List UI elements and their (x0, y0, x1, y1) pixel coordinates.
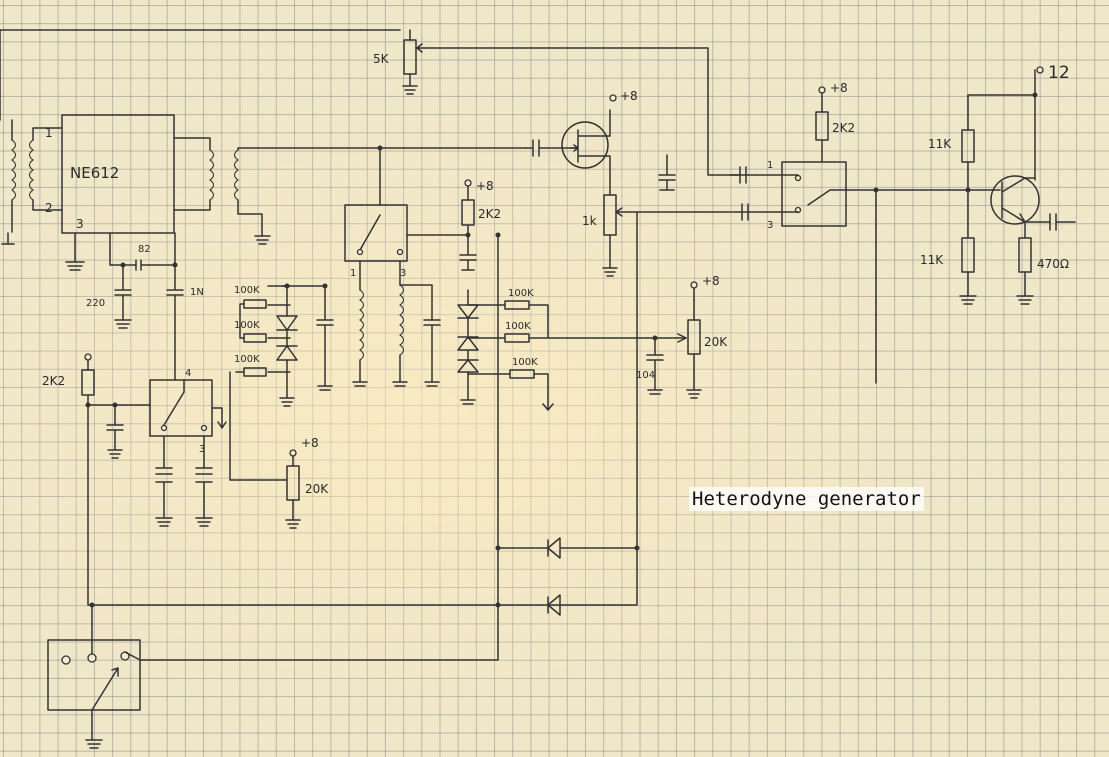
bjt-stage: 12 11K 11K 470Ω (875, 63, 1076, 305)
pot-20k-left-label: 20K (305, 482, 329, 496)
switch-2-pin-1: 1 (350, 268, 356, 279)
r-2k2-left-label: 2K2 (42, 374, 65, 388)
ne612-block: NE612 1 2 3 (1, 114, 526, 271)
output-switch: 1 3 +8 2K2 (729, 81, 879, 384)
fet-symbol (561, 121, 609, 169)
ne612-pin-3: 3 (76, 217, 84, 231)
varicap-network-right: +8 2K2 100K 100K 100K (457, 179, 687, 606)
r-100k-4-label: 100K (508, 288, 534, 299)
r-100k-6-label: 100K (512, 357, 538, 368)
switch-1-pin-3: 3 (199, 444, 205, 455)
pot-20k-left: +8 20K (285, 436, 329, 529)
switch-3-pin-1: 1 (767, 160, 773, 171)
r-11k-bottom-label: 11K (920, 253, 944, 267)
r-100k-1-label: 100K (234, 285, 260, 296)
r-2k2-right-label: 2K2 (832, 121, 855, 135)
input-transformer (11, 119, 63, 233)
ne612-pin-2: 2 (45, 201, 53, 215)
ne612-pin-1: 1 (45, 126, 53, 140)
r-100k-2-label: 100K (234, 320, 260, 331)
supply-8-pot-right: +8 (702, 274, 720, 288)
cap-82-label: 82 (138, 244, 151, 255)
r-2k2-center-label: 2K2 (478, 207, 501, 221)
diagram-caption: Heterodyne generator (689, 487, 924, 511)
bjt-symbol (990, 175, 1040, 225)
r-11k-top-label: 11K (928, 137, 952, 151)
pot-5k (403, 39, 417, 75)
band-switch-1: 4 3 (149, 368, 227, 527)
pot-20k-right: +8 20K 104 (636, 274, 728, 399)
pot-5k-label: 5K (373, 52, 390, 66)
cap-220-label: 220 (86, 298, 105, 309)
ne612-label: NE612 (70, 164, 119, 182)
supply-8-center: +8 (476, 179, 494, 193)
ne612-capacitors: 82 220 1N (86, 232, 204, 381)
cap-104-label: 104 (636, 370, 655, 381)
switch-3-pin-3: 3 (767, 220, 773, 231)
cap-1n-label: 1N (190, 287, 204, 298)
supply-12-label: 12 (1048, 63, 1070, 83)
pot-20k-right-label: 20K (704, 335, 728, 349)
left-bias: 2K2 (42, 353, 499, 606)
ne612-chip (61, 114, 175, 234)
supply-8-switch: +8 (830, 81, 848, 95)
bottom-selector-switch (47, 602, 501, 749)
r-100k-5-label: 100K (505, 321, 531, 332)
diode-pair (495, 537, 640, 616)
pot-1k-label: 1k (582, 214, 597, 228)
supply-8-pot-left: +8 (301, 436, 319, 450)
r-470-label: 470Ω (1037, 257, 1069, 271)
output-transformer (173, 137, 526, 245)
top-wiring: 5K (0, 29, 758, 176)
band-switch-2: 1 3 (344, 145, 469, 387)
switch-1-pin-4: 4 (185, 368, 191, 379)
varicap-network-left: 100K 100K 100K (229, 283, 334, 481)
switch-2-pin-3: 3 (400, 268, 406, 279)
fet-stage: +8 1k (524, 89, 733, 606)
r-100k-3-label: 100K (234, 354, 260, 365)
supply-8-fet: +8 (620, 89, 638, 103)
